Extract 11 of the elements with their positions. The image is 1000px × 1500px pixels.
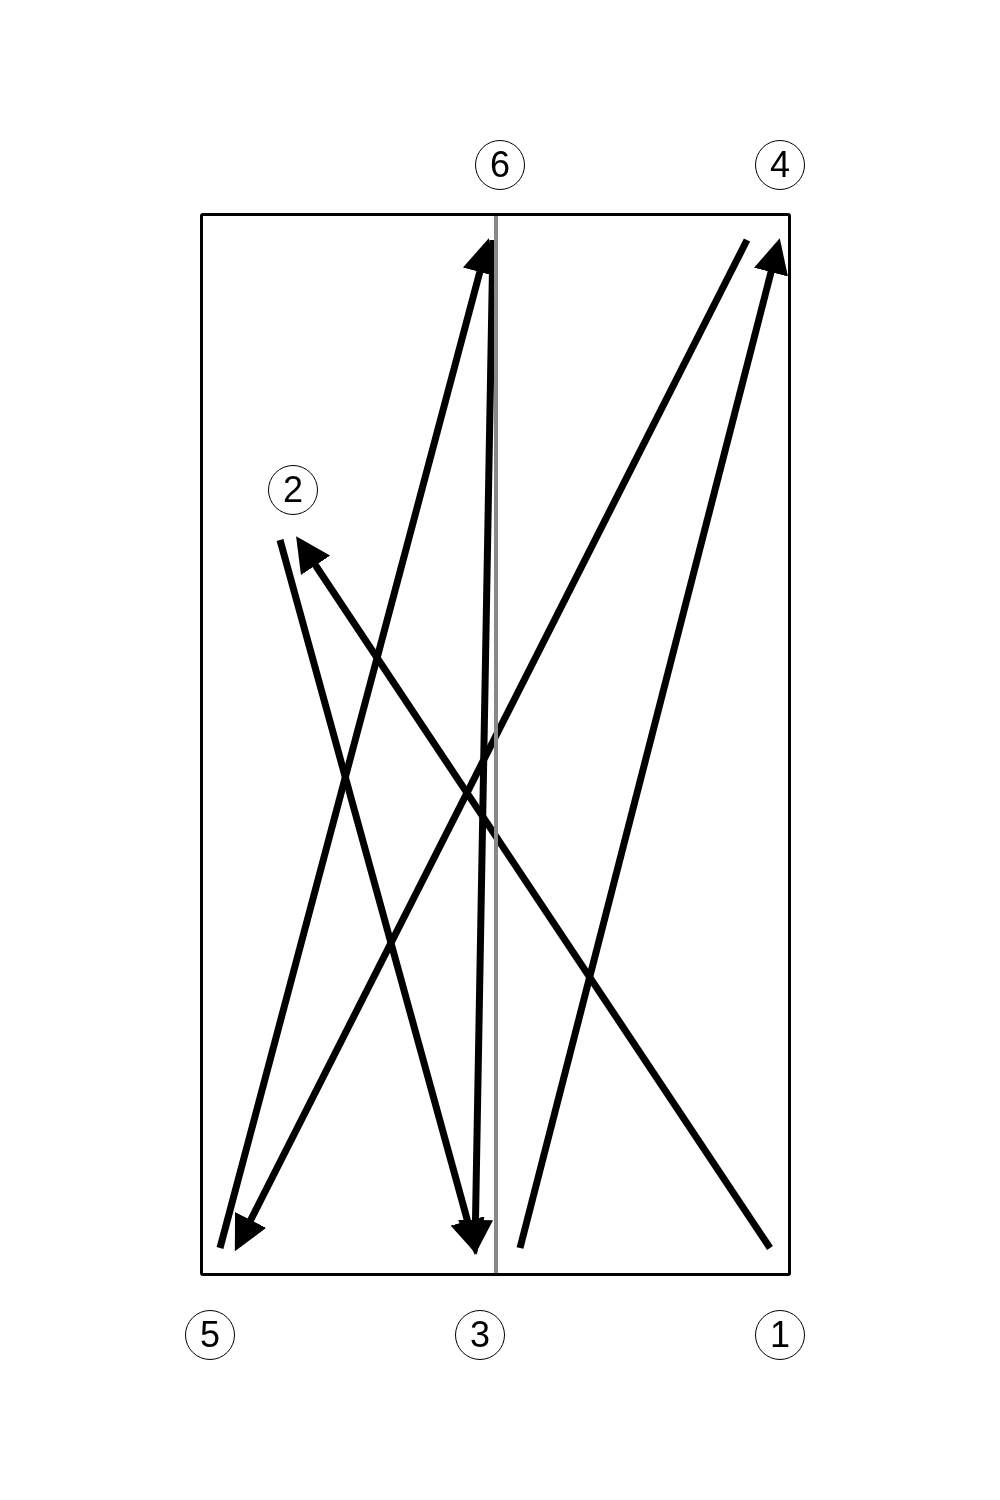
stroke-arrow (458, 239, 497, 1255)
stroke-arrow (516, 238, 788, 1249)
position-number: 1 (755, 1310, 805, 1360)
position-number: 4 (755, 140, 805, 190)
position-number: 2 (268, 465, 318, 515)
stroke-arrow (234, 238, 751, 1252)
stroke-arrow (276, 539, 485, 1255)
position-number: 3 (455, 1310, 505, 1360)
table-outline (200, 213, 791, 1276)
position-number: 5 (185, 1310, 235, 1360)
position-number: 6 (475, 140, 525, 190)
